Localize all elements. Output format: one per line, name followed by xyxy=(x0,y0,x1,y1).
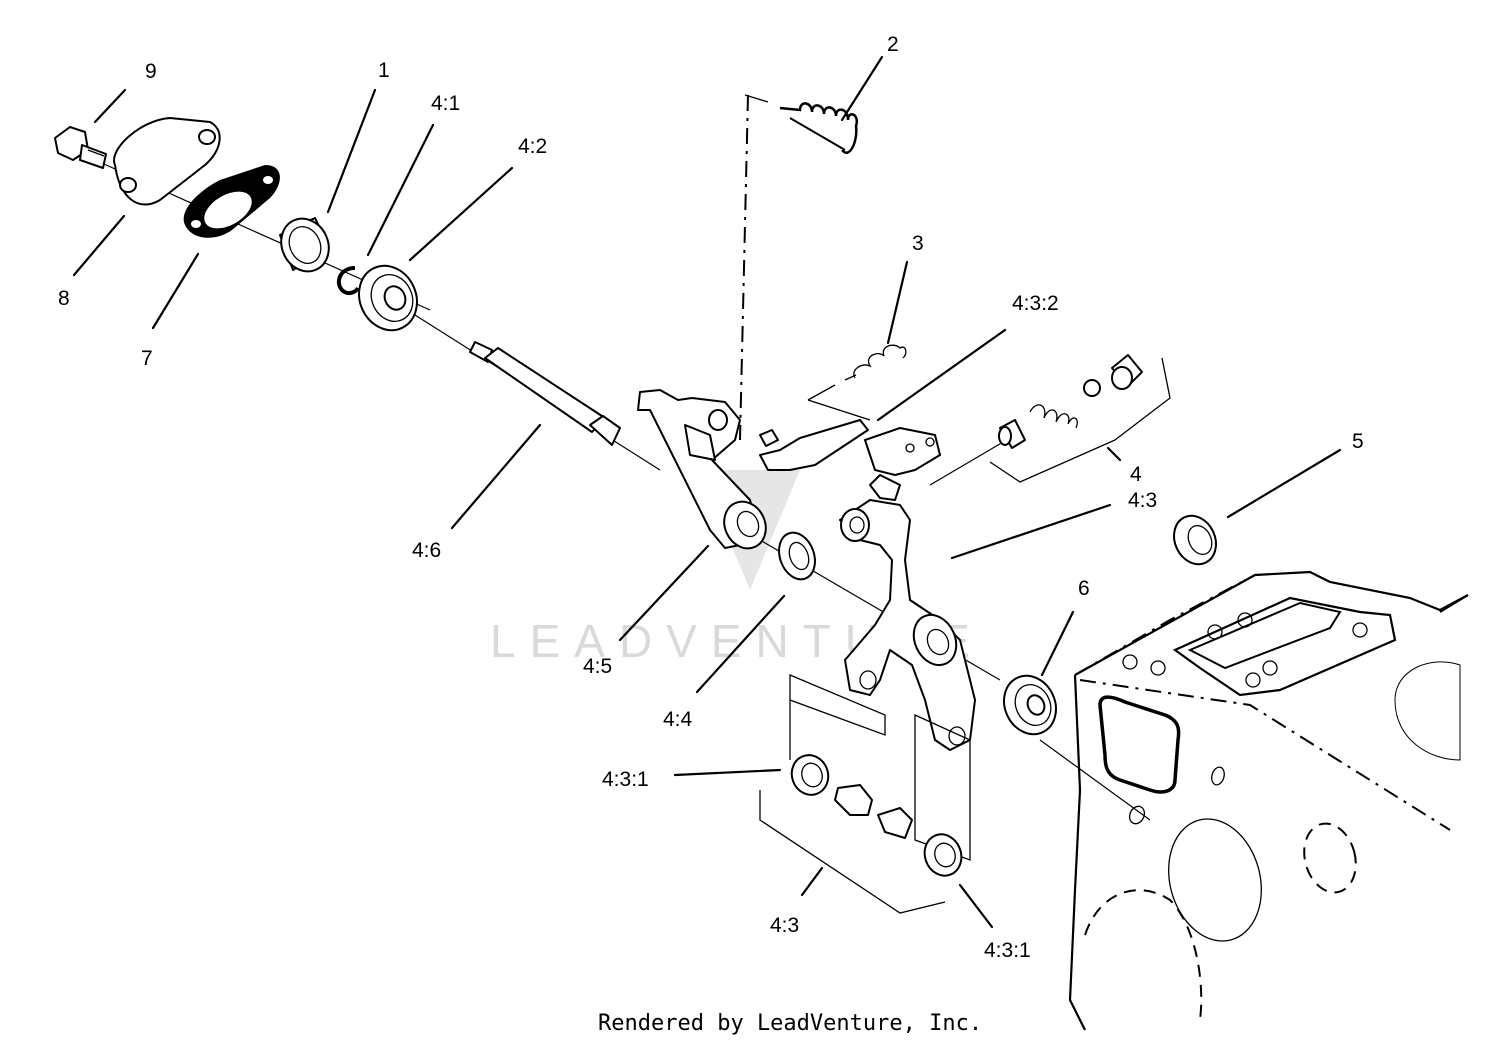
callout-5: 5 xyxy=(1352,430,1364,453)
callout-labels: 9 1 4:1 4:2 2 8 7 3 4:3:2 4 4:3 5 4:6 4:… xyxy=(58,33,1364,962)
o-ring-mark xyxy=(1128,805,1146,825)
part-4-3-2-bracket xyxy=(759,419,941,476)
callout-4-5: 4:5 xyxy=(583,655,612,678)
callout-4-2: 4:2 xyxy=(518,135,547,158)
part-6-bearing xyxy=(1003,674,1057,736)
part-4-2-bearing xyxy=(358,264,418,332)
callout-4-6: 4:6 xyxy=(412,539,441,562)
part-4-5-lever-arm xyxy=(637,389,767,550)
callout-1: 1 xyxy=(378,59,390,82)
part-9-bolt xyxy=(54,126,107,169)
callout-6: 6 xyxy=(1078,577,1090,600)
callout-7: 7 xyxy=(141,347,153,370)
callout-3: 3 xyxy=(912,232,924,255)
part-4-detent-assembly xyxy=(998,354,1143,449)
part-4-1-snap-ring xyxy=(336,266,360,296)
callout-4-3-2: 4:3:2 xyxy=(1012,292,1059,315)
callout-4-1: 4:1 xyxy=(431,92,460,115)
part-1-bushing xyxy=(279,217,330,273)
part-2-spring xyxy=(779,102,859,154)
part-4-6-shaft xyxy=(469,341,621,446)
part-4-3-main-lever xyxy=(839,474,976,751)
guide-lines xyxy=(739,94,1171,914)
detail-frames xyxy=(789,384,971,861)
credit-text: Rendered by LeadVenture, Inc. xyxy=(598,1011,982,1036)
assembly-axis-lines xyxy=(94,159,1151,821)
part-4-4-washer xyxy=(778,531,816,581)
callout-4-3-lower: 4:3 xyxy=(770,914,799,937)
part-7-gasket xyxy=(183,165,280,238)
callout-4-4: 4:4 xyxy=(663,708,693,731)
callout-4-3-1-left: 4:3:1 xyxy=(602,768,649,791)
callout-4-3-1-right: 4:3:1 xyxy=(984,939,1031,962)
callout-8: 8 xyxy=(58,287,70,310)
part-8-cover-plate xyxy=(113,117,221,206)
part-4-3-1-bushings xyxy=(790,754,963,877)
part-5-seal xyxy=(1173,514,1217,566)
callout-4: 4 xyxy=(1130,463,1142,486)
callout-2: 2 xyxy=(887,33,899,56)
part-3-spring xyxy=(844,344,907,381)
engine-block-housing xyxy=(1068,570,1469,1031)
leader-lines xyxy=(72,55,1342,929)
callout-4-3-upper: 4:3 xyxy=(1128,489,1157,512)
callout-9: 9 xyxy=(145,60,157,83)
